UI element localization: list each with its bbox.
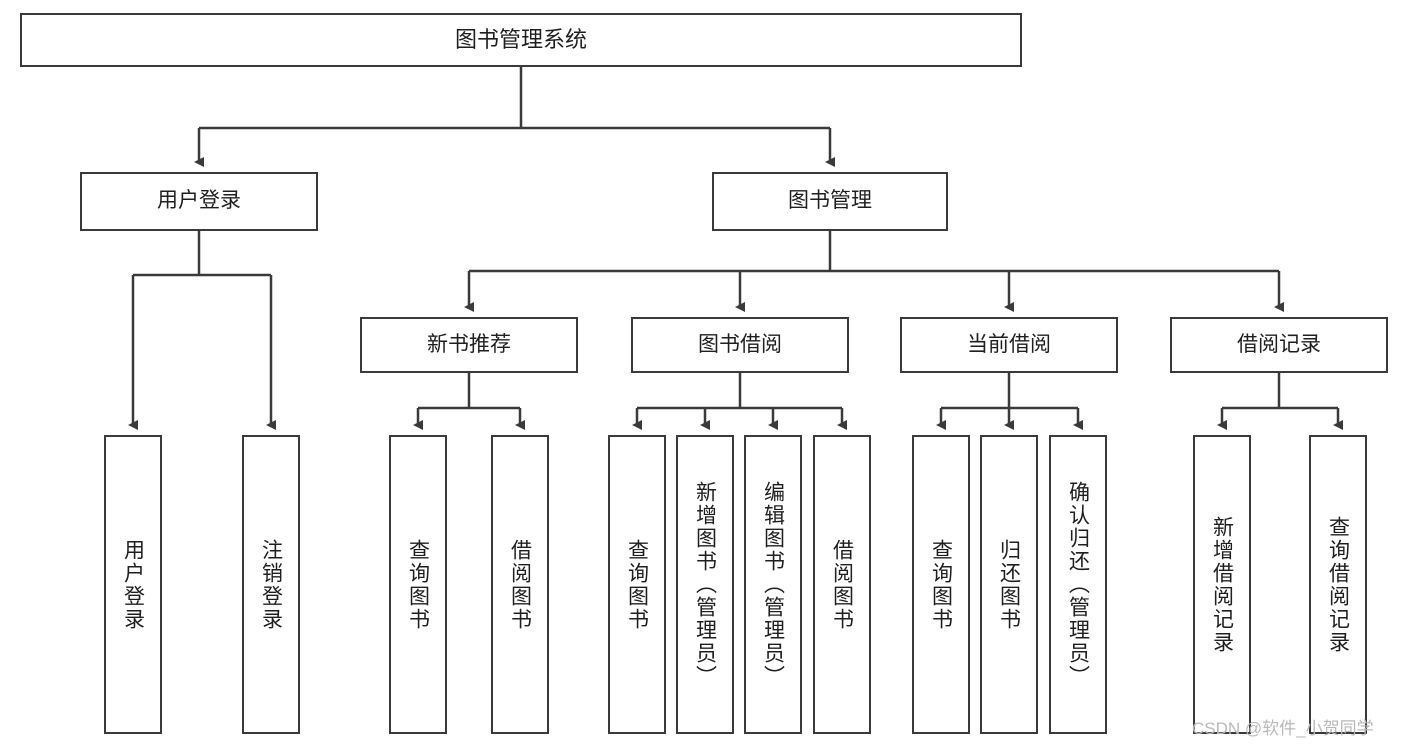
node-label-leaf: 用户登录 <box>121 538 145 631</box>
node-label-book-management: 图书管理 <box>788 189 872 213</box>
node-label-leaf: 查询图书 <box>929 538 953 631</box>
node-label-leaf: 确认归还（管理员） <box>1066 481 1090 688</box>
node-label-leaf: 借阅图书 <box>830 538 854 631</box>
node-label-leaf: 查询图书 <box>625 538 649 631</box>
node-label-current-borrow: 当前借阅 <box>967 332 1051 356</box>
node-leaf-current-borrow-return-book[interactable]: 归还图书 <box>980 435 1038 734</box>
node-leaf-current-borrow-query-book[interactable]: 查询图书 <box>912 435 970 734</box>
node-current-borrow[interactable]: 当前借阅 <box>900 317 1118 373</box>
node-book-borrow[interactable]: 图书借阅 <box>631 317 849 373</box>
node-label-leaf: 新增借阅记录 <box>1210 515 1234 654</box>
node-leaf-user-login-login[interactable]: 用户登录 <box>104 435 162 734</box>
node-leaf-book-borrow-edit-book[interactable]: 编辑图书（管理员） <box>744 435 802 734</box>
node-book-management-system[interactable]: 图书管理系统 <box>20 13 1022 67</box>
node-leaf-borrow-record-add-record[interactable]: 新增借阅记录 <box>1193 435 1251 734</box>
node-label-leaf: 借阅图书 <box>508 538 532 631</box>
node-label-book-borrow: 图书借阅 <box>698 332 782 356</box>
node-label-leaf: 注销登录 <box>259 538 283 631</box>
node-label-new-book-recommend: 新书推荐 <box>427 332 511 356</box>
node-leaf-current-borrow-confirm-return[interactable]: 确认归还（管理员） <box>1049 435 1107 734</box>
node-borrow-record[interactable]: 借阅记录 <box>1170 317 1388 373</box>
node-leaf-user-login-logout[interactable]: 注销登录 <box>242 435 300 734</box>
node-leaf-book-borrow-borrow-book[interactable]: 借阅图书 <box>813 435 871 734</box>
node-leaf-new-book-query-book[interactable]: 查询图书 <box>389 435 447 734</box>
node-new-book-recommend[interactable]: 新书推荐 <box>360 317 578 373</box>
node-label-leaf: 查询借阅记录 <box>1326 515 1350 654</box>
node-label-leaf: 新增图书（管理员） <box>693 481 717 688</box>
node-leaf-book-borrow-add-book[interactable]: 新增图书（管理员） <box>676 435 734 734</box>
node-leaf-borrow-record-query-record[interactable]: 查询借阅记录 <box>1309 435 1367 734</box>
node-label-leaf: 归还图书 <box>997 538 1021 631</box>
node-label-root: 图书管理系统 <box>454 27 587 53</box>
node-user-login[interactable]: 用户登录 <box>80 172 318 231</box>
node-book-management[interactable]: 图书管理 <box>712 172 948 231</box>
node-label-leaf: 编辑图书（管理员） <box>761 481 785 688</box>
node-label-user-login: 用户登录 <box>157 189 241 213</box>
node-label-leaf: 查询图书 <box>406 538 430 631</box>
node-leaf-book-borrow-query-book[interactable]: 查询图书 <box>608 435 666 734</box>
node-leaf-new-book-borrow-book[interactable]: 借阅图书 <box>491 435 549 734</box>
node-label-borrow-record: 借阅记录 <box>1237 332 1321 356</box>
